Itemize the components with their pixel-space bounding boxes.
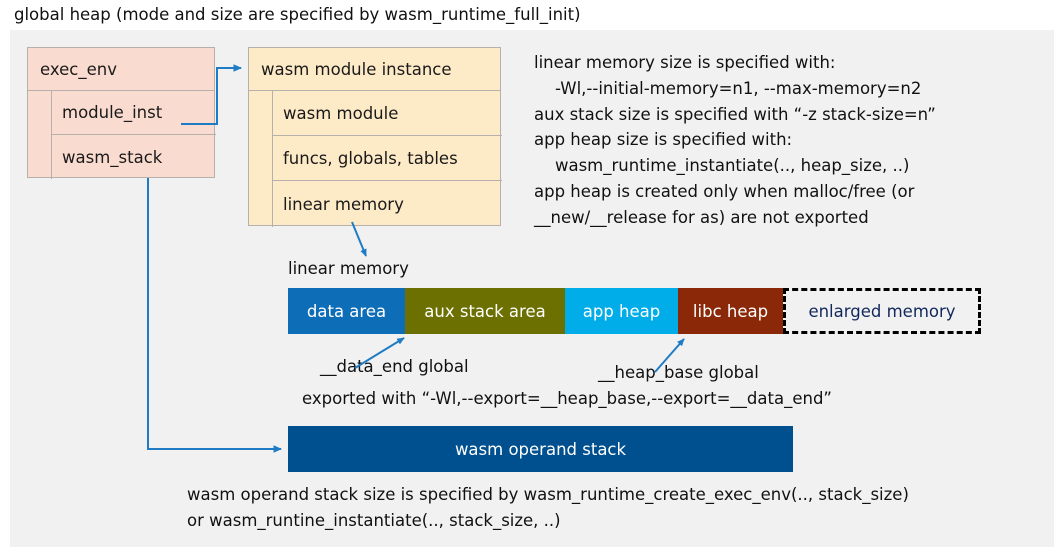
linear-memory-bar: data area aux stack area app heap libc h…	[288, 288, 981, 334]
annotation-heap-base: __heap_base global	[598, 363, 759, 382]
page-title: global heap (mode and size are specified…	[14, 5, 581, 24]
annotation-data-end: __data_end global	[320, 357, 469, 376]
module-instance-gutter	[249, 91, 273, 227]
operand-stack-footnote: wasm operand stack size is specified by …	[187, 485, 909, 530]
linear-memory-caption: linear memory	[288, 259, 409, 278]
wasm-module-instance-box: wasm module instance wasm module funcs, …	[248, 47, 502, 227]
memory-segment-data-area: data area	[288, 288, 405, 334]
module-instance-header-label: wasm module instance	[261, 59, 452, 79]
memory-segment-libc-heap: libc heap	[678, 288, 783, 334]
exec-env-box: exec_env module_inst wasm_stack	[27, 47, 216, 179]
exec-env-header-label: exec_env	[40, 59, 117, 79]
module-inst-label: module_inst	[62, 103, 163, 122]
exec-env-row-module-inst: module_inst	[52, 91, 216, 135]
exec-env-header: exec_env	[28, 48, 214, 91]
module-instance-row-funcs-globals-tables: funcs, globals, tables	[273, 136, 502, 181]
linear-memory-row-label: linear memory	[283, 194, 404, 214]
module-instance-row-wasm-module: wasm module	[273, 91, 502, 136]
module-instance-row-linear-memory: linear memory	[273, 181, 502, 227]
memory-segment-aux-stack-area: aux stack area	[405, 288, 565, 334]
wasm-operand-stack-box: wasm operand stack	[288, 426, 793, 472]
funcs-globals-tables-label: funcs, globals, tables	[283, 148, 458, 168]
wasm-stack-label: wasm_stack	[62, 147, 163, 167]
exec-env-row-wasm-stack: wasm_stack	[52, 135, 216, 179]
memory-segment-enlarged-memory: enlarged memory	[783, 288, 981, 334]
exec-env-gutter	[28, 91, 52, 179]
annotation-exported-with: exported with “-Wl,--export=__heap_base,…	[302, 389, 832, 408]
memory-segment-app-heap: app heap	[565, 288, 678, 334]
module-instance-header: wasm module instance	[249, 48, 500, 91]
wasm-module-label: wasm module	[283, 103, 399, 123]
linear-memory-notes: linear memory size is specified with: -W…	[534, 53, 936, 227]
